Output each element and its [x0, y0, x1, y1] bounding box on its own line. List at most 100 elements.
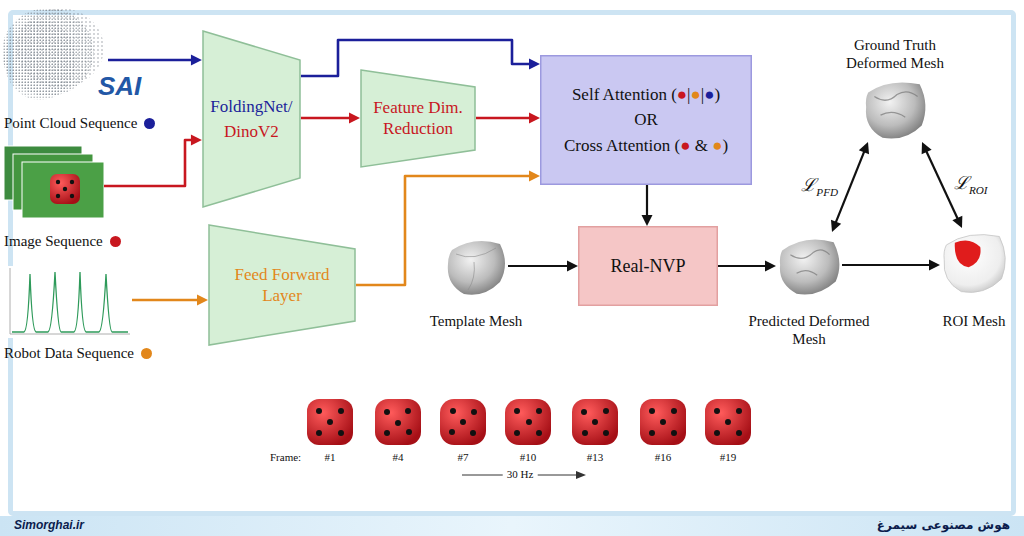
connector-line: [301, 117, 350, 120]
die-frame: [307, 399, 353, 445]
figure-caption: Template Mesh: [416, 312, 536, 330]
figure-node: Image Sequence: [4, 146, 104, 218]
die-frame: [375, 399, 421, 445]
box-label: DinoV2: [224, 121, 279, 142]
roi-mesh-figure: [944, 235, 1005, 293]
figure-node: Ground Truth Deformed Mesh: [862, 76, 928, 142]
trapezoid-module: Feed Forward Layer: [208, 224, 356, 346]
connector-line: [836, 151, 865, 222]
color-dot-glyph: ●: [677, 85, 687, 104]
color-dot-glyph: ●: [712, 136, 722, 155]
arrow-head: [529, 171, 540, 182]
box-label: Real-NVP: [611, 255, 686, 278]
connector-line: [104, 140, 192, 186]
connector-line: [926, 151, 958, 219]
box-label: Feed Forward Layer: [226, 264, 338, 307]
figure-node: Robot Data Sequence: [4, 266, 132, 338]
point-cloud-frame: [4, 20, 76, 100]
figure-caption-row: Ground Truth Deformed Mesh: [834, 36, 956, 72]
arrow-head: [642, 215, 653, 226]
point-cloud-figure: [2, 8, 104, 100]
die-frame: [572, 399, 618, 445]
box-shape: [579, 227, 718, 306]
connector-arrow: [476, 113, 540, 124]
arrow-head: [191, 135, 202, 146]
figure-caption-row: Image Sequence: [4, 232, 121, 250]
subscript: PFD: [816, 186, 838, 198]
connector-line: [476, 117, 530, 120]
frame-number: #1: [325, 451, 336, 465]
template-mesh-figure: [448, 241, 505, 295]
footer-bar: [0, 516, 1024, 536]
trapezoid-module: Feature Dim. Reduction: [360, 69, 476, 168]
arrow-head: [529, 113, 540, 124]
predicted-mesh-figure: [780, 240, 840, 295]
process-box: Real-NVP: [578, 226, 718, 306]
edge-label: ℒROI: [954, 173, 988, 197]
box-label: Feature Dim. Reduction: [368, 97, 468, 140]
connector-arrow: [108, 55, 202, 66]
mesh-crease: [790, 250, 829, 275]
color-dot-glyph: ●: [690, 85, 700, 104]
connector-arrow: [508, 261, 578, 272]
red-die: [50, 174, 80, 204]
image-frame: [22, 162, 104, 218]
color-dot: [144, 118, 155, 129]
color-dot: [141, 348, 152, 359]
arrow-head: [831, 220, 841, 232]
mesh-shape: [780, 240, 840, 295]
trapezoid-module: FoldingNet/DinoV2: [202, 30, 301, 208]
roi-region: [955, 240, 981, 267]
robot-data-plot: [4, 266, 132, 338]
trapezoid-outline: [202, 30, 301, 208]
subscript: ROI: [969, 184, 988, 196]
mesh-shape: [866, 82, 926, 138]
arrow-head: [929, 260, 940, 271]
connector-arrow: [104, 135, 202, 187]
frame-number: #10: [520, 451, 537, 465]
ground-truth-mesh-figure: [866, 82, 926, 138]
box-shape: [541, 56, 752, 185]
text-stack: Real-NVP: [578, 226, 718, 306]
arrow-head: [191, 55, 202, 66]
frame-number: #7: [458, 451, 469, 465]
image-sequence-figure: [4, 146, 104, 218]
frame-number: #19: [720, 451, 737, 465]
edge-label: ℒPFD: [801, 175, 838, 199]
figure-caption: Predicted Deformed Mesh: [739, 312, 879, 348]
mesh-crease: [874, 92, 917, 117]
frame-caption: Frame:: [270, 451, 301, 465]
connector-line: [132, 299, 198, 302]
watermark-logo: SAI: [98, 70, 141, 103]
arrow-head: [952, 216, 962, 228]
box-label: Self Attention (●|●|●): [572, 84, 720, 105]
arrow-head: [922, 142, 932, 154]
figure-caption: Ground Truth Deformed Mesh: [834, 36, 956, 72]
mesh-shape: [448, 241, 505, 295]
arrow-head: [529, 59, 540, 70]
frame-rate: 30 Hz: [503, 468, 538, 482]
figure-node: Template Mesh: [444, 234, 508, 298]
figure-caption-row: Point Cloud Sequence: [4, 114, 155, 132]
watermark-url: Simorghai.ir: [14, 518, 84, 533]
die-frame: [505, 399, 551, 445]
figure-caption: ROI Mesh: [934, 312, 1014, 330]
figure-caption-row: Robot Data Sequence: [4, 344, 152, 362]
frame-number: #13: [587, 451, 604, 465]
color-dot-glyph: ●: [704, 85, 714, 104]
figure-caption-row: ROI Mesh: [934, 312, 1014, 330]
arrow-head: [765, 261, 776, 272]
box-label: Cross Attention (● & ●): [564, 135, 728, 156]
text-stack: Feed Forward Layer: [208, 224, 356, 346]
connector-line: [108, 59, 192, 62]
time-arrowhead: [576, 471, 586, 479]
figure-caption: Point Cloud Sequence: [4, 114, 137, 132]
figure-node: Point Cloud Sequence: [2, 4, 108, 108]
watermark-text: هوش مصنوعی سیمرغ: [877, 518, 1010, 533]
trapezoid-outline: [208, 224, 356, 346]
figure-node: ROI Mesh: [940, 228, 1008, 296]
connector-line: [508, 265, 568, 267]
plot-axis: [10, 268, 11, 334]
